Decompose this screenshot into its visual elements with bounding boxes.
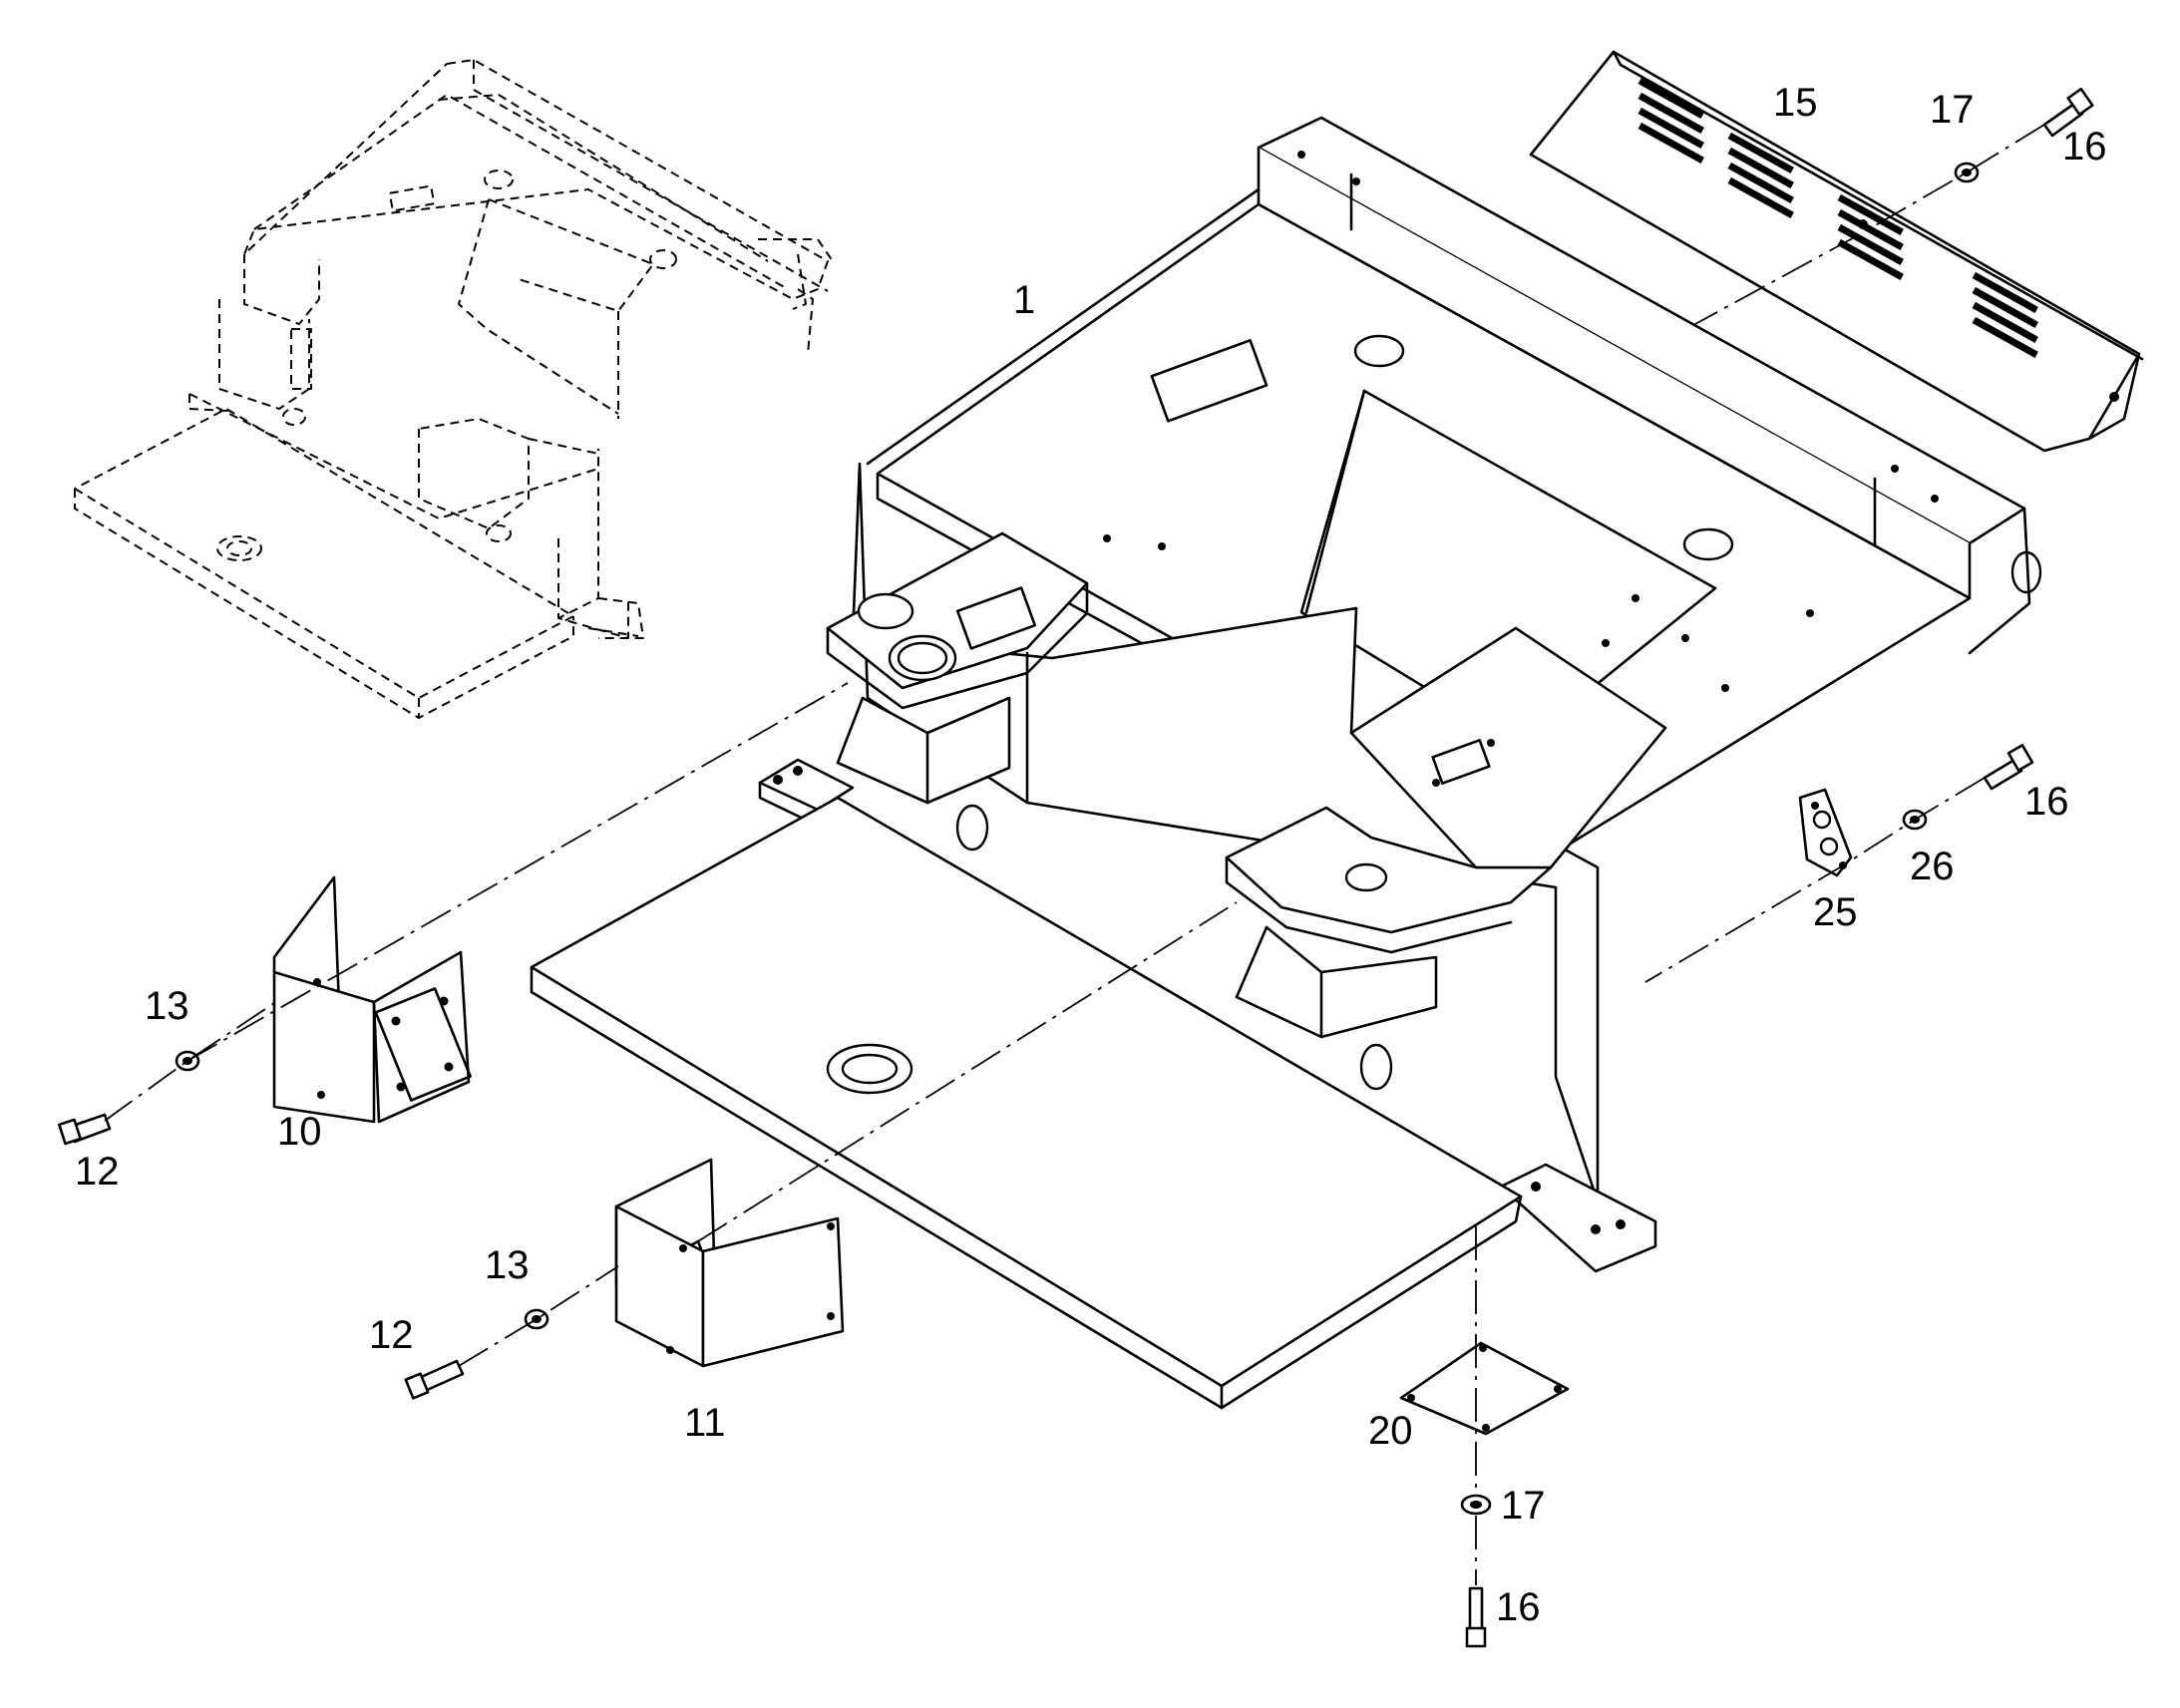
callout-12-left: 12	[75, 1150, 120, 1194]
callout-16-lower: 16	[1496, 1585, 1541, 1629]
louvered-panel-part-15	[1529, 50, 2144, 453]
bolt-part-16-mid	[1983, 744, 2034, 791]
callout-1: 1	[1013, 278, 1035, 322]
louver-slots	[1637, 77, 2038, 358]
callout-13-left: 13	[145, 984, 189, 1028]
floor-plate	[530, 796, 1523, 1410]
cover-plate-part-20	[1399, 1341, 1570, 1436]
bolt-part-16-lower	[1465, 1586, 1487, 1648]
bolt-part-12-left	[58, 1113, 112, 1146]
callout-25: 25	[1813, 890, 1858, 934]
washer-part-17-top	[1954, 162, 1980, 183]
callout-15: 15	[1773, 81, 1818, 125]
washer-part-17-lower	[1460, 1494, 1492, 1516]
fasteners	[58, 87, 2094, 1648]
bolt-part-16-top	[2042, 87, 2094, 138]
callout-16-top: 16	[2062, 125, 2107, 169]
callout-12-lower: 12	[369, 1313, 414, 1357]
callout-16-mid: 16	[2024, 780, 2069, 824]
callout-17-top: 17	[1930, 88, 1975, 132]
callout-11: 11	[684, 1401, 726, 1445]
plate-part-25	[1798, 788, 1853, 877]
bracket-part-11	[614, 1158, 845, 1368]
callout-20: 20	[1368, 1409, 1413, 1453]
washer-part-13-lower	[524, 1308, 549, 1330]
bolt-part-12-lower	[404, 1359, 465, 1400]
callout-13-lower: 13	[485, 1243, 530, 1287]
bracket-part-10	[272, 875, 472, 1124]
callout-10: 10	[277, 1110, 322, 1154]
callout-26: 26	[1910, 845, 1955, 888]
part-callouts: 1 15 17 16 16 26 25 13 10 12 13 12 11 20…	[75, 81, 2107, 1629]
callout-17-lower: 17	[1501, 1484, 1546, 1528]
main-frame-part-1	[758, 116, 2042, 1273]
assembly-centre-lines	[104, 124, 2045, 1585]
assembly-overview-inset	[74, 59, 834, 719]
